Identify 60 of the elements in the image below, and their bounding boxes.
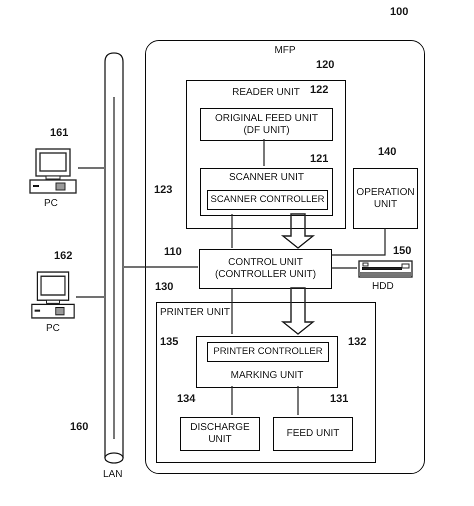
connector-line xyxy=(231,386,233,415)
reference-number: 122 xyxy=(310,84,328,97)
device-label: HDD xyxy=(372,280,394,293)
unit-label: ORIGINAL FEED UNIT (DF UNIT) xyxy=(214,112,319,136)
unit-box xyxy=(196,336,338,388)
reference-number: 150 xyxy=(393,245,412,258)
connector-line xyxy=(331,228,386,256)
computer-drawing xyxy=(30,271,76,319)
connector-line xyxy=(331,267,357,269)
unit-label: MARKING UNIT xyxy=(230,370,304,382)
connector-line xyxy=(231,214,233,248)
unit-label: PRINTER CONTROLLER xyxy=(213,346,323,358)
reference-number: 162 xyxy=(54,250,72,263)
unit-label: SCANNER CONTROLLER xyxy=(210,194,325,206)
reference-number: 160 xyxy=(70,421,88,434)
unit-box xyxy=(273,417,353,451)
device-label: PC xyxy=(44,197,58,210)
connector-line xyxy=(76,296,104,298)
connector-line xyxy=(263,139,265,166)
reference-number: 132 xyxy=(348,336,366,349)
controller-box xyxy=(207,342,329,362)
reference-number: 110 xyxy=(164,246,182,259)
unit-box xyxy=(156,302,376,463)
unit-box xyxy=(353,168,418,229)
unit-box xyxy=(200,168,333,216)
control-box xyxy=(199,249,332,289)
reference-number: 134 xyxy=(177,393,196,406)
device-frame xyxy=(145,40,425,474)
unit-box xyxy=(180,417,260,451)
unit-label: READER UNIT xyxy=(232,87,300,99)
reference-number: 121 xyxy=(310,153,328,166)
reference-number: 130 xyxy=(155,281,174,294)
connector-line xyxy=(297,386,299,415)
block-arrow xyxy=(281,287,315,335)
unit-label: PRINTER UNIT xyxy=(160,307,230,319)
unit-label: OPERATION UNIT xyxy=(356,186,415,210)
controller-box xyxy=(207,190,328,210)
network-cable-drawing xyxy=(104,52,124,464)
connector-line xyxy=(231,288,233,334)
unit-label: DISCHARGE UNIT xyxy=(189,422,251,446)
reference-number: 161 xyxy=(50,127,68,140)
hard-disk-drawing xyxy=(358,260,413,278)
unit-label: MFP xyxy=(274,45,296,57)
reference-number: 123 xyxy=(154,184,172,197)
unit-label: CONTROL UNIT (CONTROLLER UNIT) xyxy=(214,257,318,281)
unit-label: SCANNER UNIT xyxy=(228,172,304,184)
reference-number: 131 xyxy=(330,393,348,406)
unit-box xyxy=(186,80,346,229)
connector-line xyxy=(124,266,198,268)
unit-label: FEED UNIT xyxy=(286,428,340,440)
reference-number: 100 xyxy=(390,6,408,19)
reference-number: 135 xyxy=(160,336,178,349)
device-label: PC xyxy=(46,322,60,335)
reference-number: 120 xyxy=(316,59,334,72)
unit-box xyxy=(200,108,333,141)
connector-line xyxy=(78,167,104,169)
computer-drawing xyxy=(28,148,78,194)
reference-number: 140 xyxy=(378,146,396,159)
block-arrow xyxy=(281,213,315,249)
device-label: LAN xyxy=(103,468,122,481)
